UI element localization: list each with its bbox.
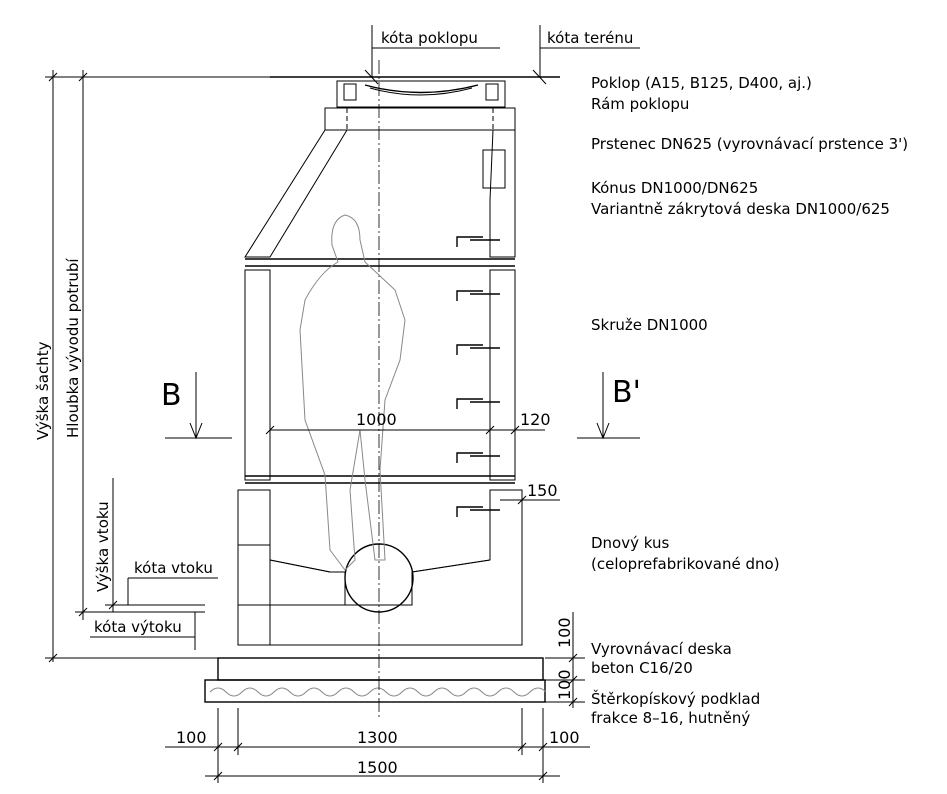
dim-slab-value: 100 bbox=[555, 617, 574, 648]
human-figure bbox=[299, 214, 406, 571]
ladder-steps bbox=[456, 236, 500, 517]
vyska-sachty-label: Výška šachty bbox=[34, 341, 52, 440]
skruze-label: Skruže DN1000 bbox=[591, 316, 708, 334]
kota-terenu-label: kóta terénu bbox=[547, 29, 633, 47]
dim-total-value: 1500 bbox=[357, 758, 398, 777]
cone bbox=[244, 129, 516, 258]
bottom-piece bbox=[237, 489, 523, 646]
dim-hloubka-vyvodu bbox=[75, 70, 205, 620]
kota-vytoku-label: kóta výtoku bbox=[94, 618, 182, 636]
konus-variant-label: Variantně zákrytová deska DN1000/625 bbox=[591, 200, 890, 218]
dim-inner-diameter bbox=[265, 425, 545, 435]
dim-left-margin-value: 100 bbox=[176, 728, 207, 747]
dim-wall-value: 120 bbox=[520, 410, 551, 429]
kota-poklopu-label: kóta poklopu bbox=[381, 29, 478, 47]
dim-step-value: 150 bbox=[527, 481, 558, 500]
ring-dn625 bbox=[324, 107, 516, 131]
dim-step bbox=[500, 495, 560, 505]
cover-frame bbox=[270, 76, 560, 108]
dim-base-value: 1300 bbox=[357, 728, 398, 747]
gravel-bed bbox=[204, 679, 547, 703]
prstenec-label: Prstenec DN625 (vyrovnávací prstence 3') bbox=[591, 135, 908, 153]
dim-vyska-vtoku bbox=[105, 478, 205, 612]
section-mark-right bbox=[577, 372, 640, 440]
frakce-label: frakce 8–16, hutněný bbox=[591, 709, 750, 727]
section-mark-left bbox=[165, 372, 232, 440]
riser-ring bbox=[244, 258, 516, 484]
leveling-slab bbox=[217, 657, 544, 681]
dim-vyska-sachty bbox=[45, 70, 270, 663]
dim-bottom-row bbox=[165, 708, 590, 783]
dim-inner-diameter-value: 1000 bbox=[356, 410, 397, 429]
kota-vtoku-label: kóta vtoku bbox=[134, 559, 213, 577]
poklop-label: Poklop (A15, B125, D400, aj.) bbox=[591, 74, 812, 92]
ram-poklopu-label: Rám poklopu bbox=[591, 95, 689, 113]
dnovy-kus-note: (celoprefabrikované dno) bbox=[591, 555, 780, 573]
dim-gravel-value: 100 bbox=[555, 669, 574, 700]
dnovy-kus-label: Dnový kus bbox=[591, 534, 669, 552]
hloubka-vyvodu-label: Hloubka vývodu potrubí bbox=[64, 258, 82, 438]
kota-vytoku-marker bbox=[90, 612, 196, 650]
kota-vtoku-marker bbox=[127, 577, 218, 605]
kota-poklopu-marker bbox=[364, 25, 500, 85]
kota-terenu-marker bbox=[532, 25, 640, 85]
dim-right-margin-value: 100 bbox=[549, 728, 580, 747]
dim-slab-gravel bbox=[545, 612, 585, 708]
konus-label: Kónus DN1000/DN625 bbox=[591, 179, 758, 197]
sterkopiskovy-label: Štěrkopískový podklad bbox=[591, 689, 760, 708]
vyska-vtoku-label: Výška vtoku bbox=[94, 501, 112, 592]
beton-label: beton C16/20 bbox=[591, 659, 693, 677]
section-left-label: B bbox=[161, 378, 182, 413]
vyrovnavaci-deska-label: Vyrovnávací deska bbox=[591, 640, 732, 658]
section-right-label: B' bbox=[612, 375, 641, 410]
